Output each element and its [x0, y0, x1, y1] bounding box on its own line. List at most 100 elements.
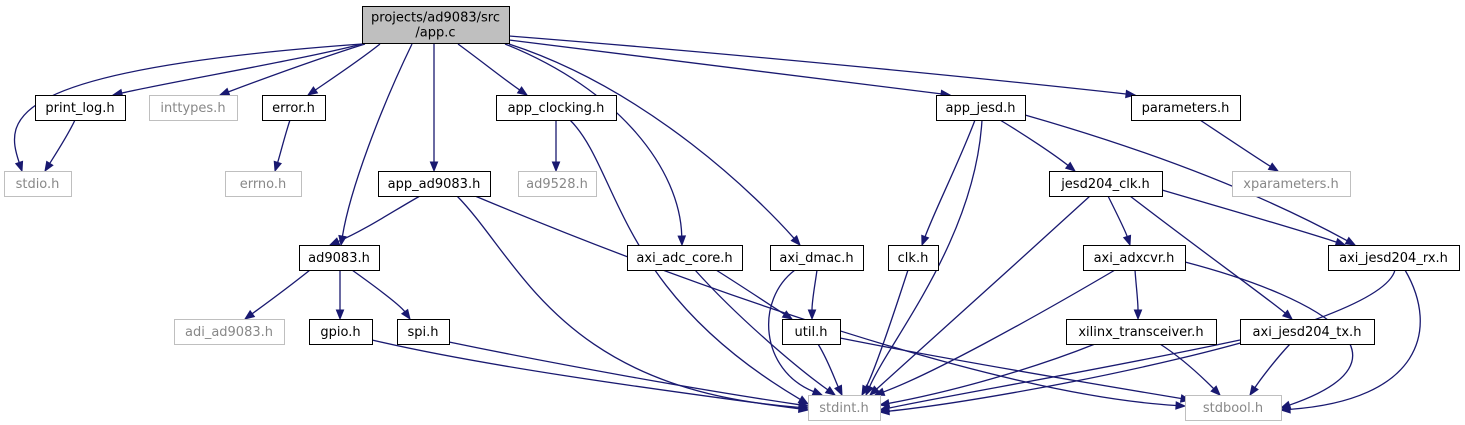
- edge-line: [508, 39, 942, 95]
- edge-line: [371, 339, 800, 410]
- arrowhead: [1344, 236, 1357, 246]
- edge-print_log_h-to-stdio_h: [44, 119, 76, 173]
- edge-line: [999, 119, 1069, 166]
- node-axi-adxcvr-h[interactable]: axi_adxcvr.h: [1083, 245, 1186, 271]
- node-label: inttypes.h: [160, 101, 225, 116]
- node-errno-h: errno.h: [225, 171, 302, 197]
- node-box: [1049, 171, 1163, 197]
- node-spi-h[interactable]: spi.h: [397, 319, 450, 345]
- node-ad9083-h[interactable]: ad9083.h: [299, 245, 380, 271]
- edge-jesd204_clk_h-to-stdint_h: [868, 195, 1091, 396]
- node-app-ad9083-h[interactable]: app_ad9083.h: [378, 171, 491, 197]
- node-app-jesd-h[interactable]: app_jesd.h: [936, 95, 1026, 121]
- edge-app_c-to-ad9083_h: [338, 43, 413, 247]
- node-axi-dmac-h[interactable]: axi_dmac.h: [770, 245, 864, 271]
- node-box: [1185, 395, 1282, 421]
- arrowhead: [1281, 309, 1294, 320]
- arrowhead: [44, 160, 54, 173]
- edge-line: [474, 195, 1177, 407]
- node-box: [309, 319, 373, 345]
- node-app-clocking-h[interactable]: app_clocking.h: [496, 95, 617, 121]
- edge-line: [888, 339, 1241, 409]
- node-clk-h[interactable]: clk.h: [888, 245, 939, 271]
- node-label: xilinx_transceiver.h: [1078, 325, 1203, 340]
- edge-clk_h-to-stdint_h: [861, 269, 909, 397]
- node-box: [518, 171, 597, 197]
- node-print-log-h[interactable]: print_log.h: [35, 95, 126, 121]
- arrowhead: [1122, 234, 1132, 247]
- edge-line: [715, 269, 785, 315]
- node-label: axi_adc_core.h: [636, 251, 732, 266]
- node-label: util.h: [795, 325, 828, 340]
- node-xilinx-transceiver-h[interactable]: xilinx_transceiver.h: [1066, 319, 1217, 345]
- node-label: axi_jesd204_rx.h: [1339, 251, 1448, 266]
- node-box: [770, 245, 864, 271]
- edge-axi_jesd204_tx_h-to-stdbool_h: [1249, 343, 1291, 397]
- nodes-layer: projects/ad9083/src/app.c print_log.h intt…: [4, 6, 1460, 421]
- node-axi-jesd204-rx-h[interactable]: axi_jesd204_rx.h: [1328, 245, 1460, 271]
- node-label: app_clocking.h: [508, 101, 605, 116]
- arrowhead: [218, 87, 231, 96]
- edge-line: [457, 43, 520, 91]
- node-box: [362, 6, 510, 44]
- arrowhead: [335, 309, 345, 321]
- node-gpio-h[interactable]: gpio.h: [309, 319, 373, 345]
- node-box: [149, 95, 238, 121]
- node-box: [1232, 171, 1351, 197]
- arrowhead: [824, 385, 837, 396]
- edge-line: [694, 269, 829, 391]
- node-box: [936, 95, 1026, 121]
- edge-axi_dmac_h-to-util_h: [807, 269, 818, 321]
- node-util-h[interactable]: util.h: [782, 319, 841, 345]
- edge-ad9083_h-to-spi_h: [351, 269, 411, 321]
- arrowhead: [1249, 384, 1259, 397]
- node-label: app_ad9083.h: [388, 177, 481, 192]
- edge-line: [1129, 195, 1286, 314]
- node-error-h[interactable]: error.h: [262, 95, 326, 121]
- edge-app_c-to-axi_adc_core_h: [504, 43, 687, 247]
- arrowhead: [1175, 401, 1187, 410]
- node-inttypes-h: inttypes.h: [149, 95, 238, 121]
- edge-xilinx_transceiver_h-to-stdbool_h: [1159, 343, 1221, 396]
- node-stdint-h: stdint.h: [808, 395, 881, 421]
- node-box: [174, 319, 285, 345]
- edge-app_ad9083_h-to-ad9083_h: [328, 195, 421, 246]
- node-label: error.h: [272, 101, 315, 116]
- node-label: stdint.h: [819, 401, 868, 416]
- edge-axi_adc_core_h-to-stdint_h: [694, 269, 837, 396]
- edge-line: [277, 119, 291, 163]
- arrowhead: [677, 235, 687, 247]
- edge-gpio_h-to-stdint_h: [371, 339, 810, 413]
- node-ad9528-h: ad9528.h: [518, 171, 597, 197]
- edge-app_c-to-error_h: [306, 43, 381, 96]
- arrowhead: [1279, 404, 1291, 414]
- node-parameters-h[interactable]: parameters.h: [1131, 95, 1241, 121]
- node-label: adi_ad9083.h: [185, 325, 273, 340]
- arrowhead: [306, 86, 319, 96]
- node-box: [782, 319, 841, 345]
- arrowhead: [243, 309, 256, 320]
- node-box: [1131, 95, 1241, 121]
- edge-line: [315, 43, 381, 91]
- arrowhead: [273, 160, 282, 173]
- edge-axi_adxcvr_h-to-xilinx_transceiver_h: [1133, 269, 1143, 321]
- node-axi-adc-core-h[interactable]: axi_adc_core.h: [627, 245, 743, 271]
- edge-ad9083_h-to-gpio_h: [335, 270, 345, 321]
- edge-line: [351, 269, 406, 313]
- edge-line: [121, 43, 363, 94]
- node-box: [888, 245, 939, 271]
- node-app-c[interactable]: projects/ad9083/src/app.c: [362, 6, 510, 44]
- node-box: [4, 171, 72, 197]
- node-jesd204-clk-h[interactable]: jesd204_clk.h: [1049, 171, 1163, 197]
- edge-line: [1107, 195, 1128, 237]
- node-stdio-h: stdio.h: [4, 171, 72, 197]
- node-box: [1328, 245, 1460, 271]
- node-label: parameters.h: [1142, 101, 1230, 116]
- node-box: [1240, 319, 1375, 345]
- node-axi-jesd204-tx-h[interactable]: axi_jesd204_tx.h: [1240, 319, 1375, 345]
- node-label: jesd204_clk.h: [1060, 177, 1150, 192]
- arrowhead: [551, 161, 561, 173]
- arrowhead: [861, 384, 871, 397]
- edge-line: [1199, 119, 1271, 167]
- node-label: projects/ad9083/src: [371, 11, 500, 26]
